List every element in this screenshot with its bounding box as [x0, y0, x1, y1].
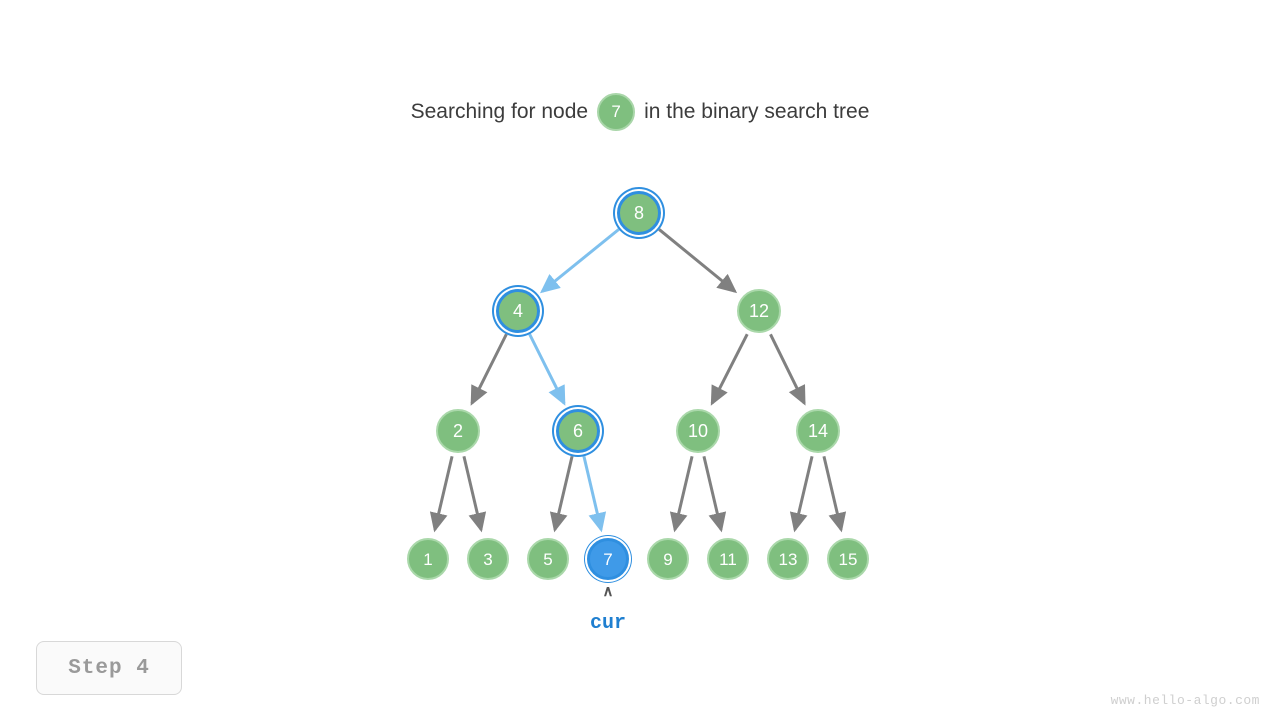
step-badge: Step 4	[36, 641, 182, 695]
page-title: Searching for node 7 in the binary searc…	[0, 92, 1280, 132]
tree-node-11[interactable]: 11	[707, 538, 749, 580]
step-badge-label: Step 4	[68, 656, 150, 680]
tree-edge	[769, 333, 806, 406]
title-prefix: Searching for node	[410, 100, 589, 123]
tree-edge	[658, 228, 738, 294]
tree-edge	[710, 333, 749, 406]
pointer-caret-icon: ∧	[602, 583, 614, 600]
title-target-node: 7	[597, 93, 636, 131]
tree-node-8[interactable]: 8	[617, 191, 661, 235]
tree-node-13[interactable]: 13	[767, 538, 809, 580]
pointer-label: cur	[589, 612, 626, 635]
tree-edge	[822, 455, 847, 533]
tree-edge	[528, 333, 566, 406]
tree-edge	[702, 455, 727, 533]
tree-edge	[669, 455, 694, 533]
tree-node-15[interactable]: 15	[827, 538, 869, 580]
tree-node-9[interactable]: 9	[647, 538, 689, 580]
tree-node-2[interactable]: 2	[436, 409, 480, 453]
watermark: www.hello-algo.com	[1110, 693, 1260, 708]
tree-edge	[470, 333, 508, 406]
tree-node-14[interactable]: 14	[796, 409, 840, 453]
tree-edge	[582, 455, 607, 533]
tree-edge	[789, 455, 814, 533]
tree-node-6[interactable]: 6	[556, 409, 600, 453]
current-pointer: ∧ cur	[560, 584, 656, 638]
tree-node-5[interactable]: 5	[527, 538, 569, 580]
tree-node-3[interactable]: 3	[467, 538, 509, 580]
tree-edge	[539, 228, 620, 294]
tree-node-12[interactable]: 12	[737, 289, 781, 333]
tree-node-7[interactable]: 7	[587, 538, 629, 580]
tree-edge	[462, 455, 487, 533]
tree-edge	[549, 455, 574, 533]
tree-node-4[interactable]: 4	[496, 289, 540, 333]
tree-node-10[interactable]: 10	[676, 409, 720, 453]
tree-node-1[interactable]: 1	[407, 538, 449, 580]
title-suffix: in the binary search tree	[644, 100, 870, 123]
tree-edge	[429, 455, 454, 533]
